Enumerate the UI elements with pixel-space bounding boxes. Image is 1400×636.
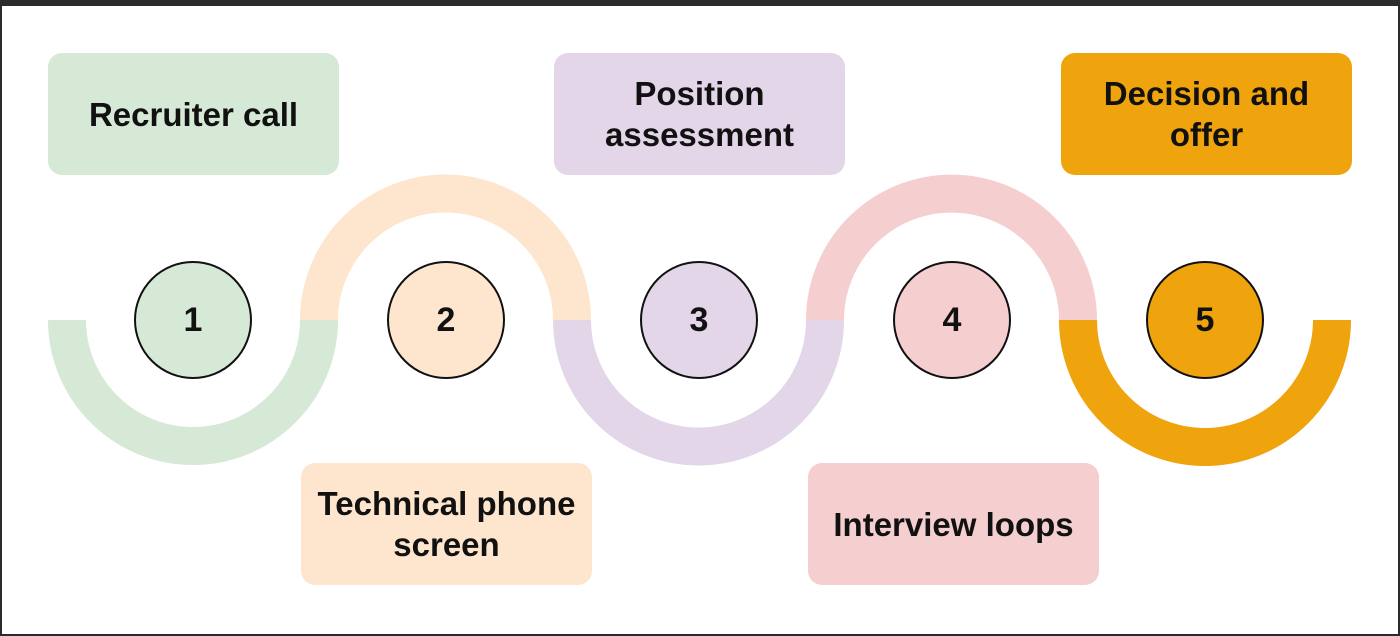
step-card-technical-phone-screen: Technical phone screen — [301, 463, 592, 585]
arc-step-4 — [806, 174, 1097, 321]
step-number-3: 3 — [640, 261, 758, 379]
arc-step-1 — [48, 319, 338, 465]
step-number-1: 1 — [134, 261, 252, 379]
arc-step-2 — [300, 174, 591, 321]
step-number-4: 4 — [893, 261, 1011, 379]
step-number-5: 5 — [1146, 261, 1264, 379]
step-card-position-assessment: Position assessment — [554, 53, 845, 175]
step-number-2: 2 — [387, 261, 505, 379]
step-card-recruiter-call: Recruiter call — [48, 53, 339, 175]
arc-step-5 — [1059, 319, 1351, 466]
arc-step-3 — [553, 319, 844, 466]
step-card-decision-and-offer: Decision and offer — [1061, 53, 1352, 175]
step-card-interview-loops: Interview loops — [808, 463, 1099, 585]
